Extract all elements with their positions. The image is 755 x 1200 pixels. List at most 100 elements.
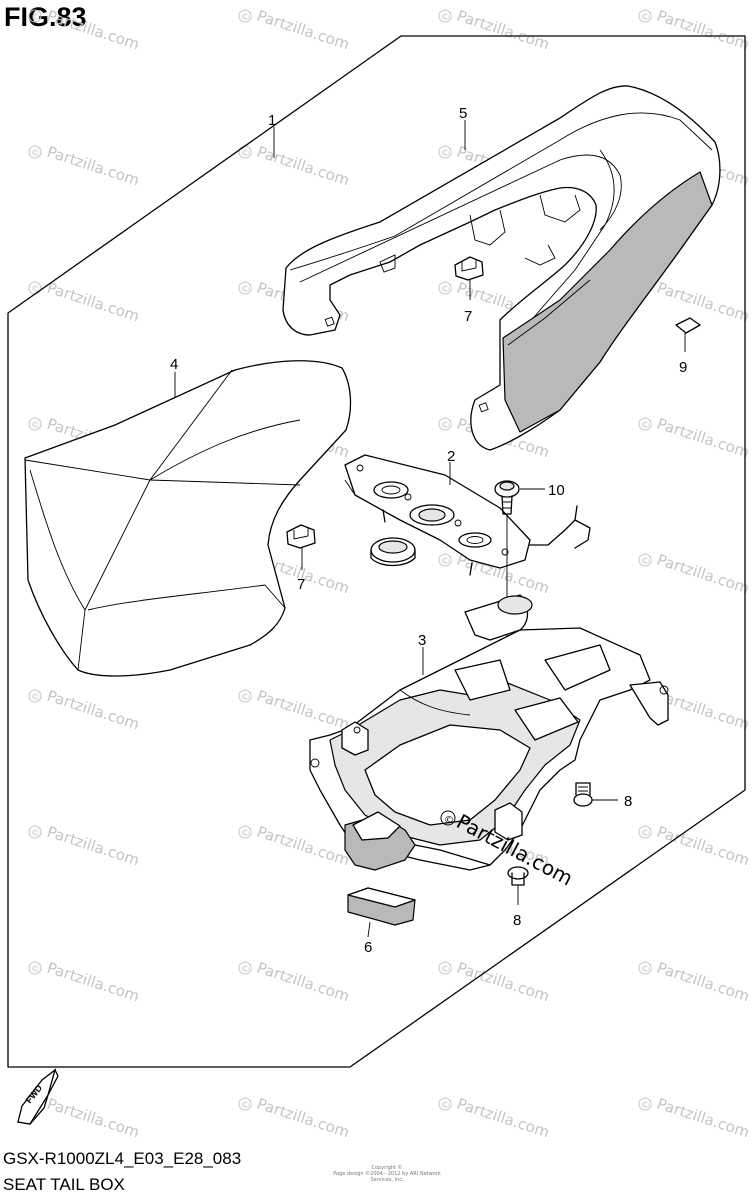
watermark-symbol: [438, 961, 452, 975]
callout-9: 9: [679, 359, 687, 376]
watermark-text: Partzilla.com: [655, 687, 752, 734]
copyright-text: Copyright © Page design ©2004 - 2012 by …: [333, 1165, 441, 1183]
watermark-copyright-mark: ©: [441, 421, 450, 431]
watermark-text: Partzilla.com: [655, 279, 752, 326]
watermark-text: Partzilla.com: [455, 7, 552, 54]
watermark-text: Partzilla.com: [255, 687, 352, 734]
callout-7-lower: 7: [297, 576, 305, 593]
watermark-text: Partzilla.com: [655, 1095, 752, 1142]
watermark-copyright-mark: ©: [31, 13, 40, 23]
watermark-copyright-mark: ©: [31, 149, 40, 159]
model-code: GSX-R1000ZL4_E03_E28_083: [3, 1149, 242, 1168]
watermark-copyright-mark: ©: [641, 1101, 650, 1111]
callout-5: 5: [459, 105, 467, 122]
callout-3: 3: [418, 632, 426, 649]
watermark-copyright-mark: ©: [641, 13, 650, 23]
watermark-copyright-mark: ©: [31, 965, 40, 975]
callout-6: 6: [364, 939, 372, 956]
assembly-outline: [7, 35, 746, 1068]
watermark-copyright-mark: ©: [241, 693, 250, 703]
watermark-symbol: [438, 417, 452, 431]
watermark-copyright-mark: ©: [31, 285, 40, 295]
watermark-copyright-mark: ©: [241, 1101, 250, 1111]
watermark-symbol: [238, 961, 252, 975]
watermark-symbol: [438, 9, 452, 23]
watermark-copyright-mark: ©: [241, 829, 250, 839]
watermark-text: Partzilla.com: [255, 7, 352, 54]
watermark-text: Partzilla.com: [45, 687, 142, 734]
watermark-symbol: [28, 961, 42, 975]
callout-1: 1: [268, 112, 276, 129]
part-seat-frame[interactable]: [309, 594, 669, 871]
watermark-symbol: [28, 417, 42, 431]
watermark-copyright-mark: ©: [441, 13, 450, 23]
callout-7-upper: 7: [464, 308, 472, 325]
watermark-symbol: [638, 961, 652, 975]
watermark-text: Partzilla.com: [45, 823, 142, 870]
figure-title: FIG.83: [4, 2, 87, 32]
watermark-copyright-mark: ©: [641, 829, 650, 839]
callout-2: 2: [447, 448, 455, 465]
callout-10: 10: [548, 482, 565, 499]
watermark-symbol: [238, 825, 252, 839]
watermark-copyright-mark: ©: [641, 557, 650, 567]
watermark-text: Partzilla.com: [255, 959, 352, 1006]
watermark-copyright-mark: ©: [441, 149, 450, 159]
part-cushion-pad[interactable]: [675, 317, 701, 352]
part-seat[interactable]: [24, 360, 352, 677]
watermark-copyright-mark: ©: [241, 149, 250, 159]
part-bolt-bottom[interactable]: [507, 866, 529, 905]
watermark-copyright-mark: ©: [441, 965, 450, 975]
part-clip-lower[interactable]: [286, 524, 316, 570]
watermark-symbol: [238, 9, 252, 23]
watermark-symbol: [28, 9, 42, 23]
part-tail-cover[interactable]: [282, 85, 721, 451]
watermark-symbol: [238, 689, 252, 703]
watermark-text: Partzilla.com: [655, 415, 752, 462]
watermark-symbol: [438, 145, 452, 159]
watermark-text: Partzilla.com: [45, 279, 142, 326]
watermark-text: Partzilla.com: [655, 7, 752, 54]
part-pad-block[interactable]: [347, 887, 416, 938]
watermark-text: Partzilla.com: [255, 143, 352, 190]
watermark-copyright-mark: ©: [241, 965, 250, 975]
watermark-symbol: [238, 1097, 252, 1111]
watermark-copyright-mark: ©: [31, 693, 40, 703]
watermark-symbol: [638, 417, 652, 431]
watermark-copyright-mark: ©: [241, 285, 250, 295]
fwd-arrow-icon: FWD: [16, 1068, 59, 1125]
watermark-text: Partzilla.com: [45, 959, 142, 1006]
watermark-text: Partzilla.com: [455, 1095, 552, 1142]
watermark-text: Partzilla.com: [255, 823, 352, 870]
watermark-symbol: [638, 9, 652, 23]
watermark-symbol: [638, 553, 652, 567]
diagram-caption: SEAT TAIL BOX: [3, 1175, 125, 1194]
watermark-text: Partzilla.com: [45, 7, 142, 54]
svg-text:©: ©: [444, 815, 454, 826]
watermark-symbol: [28, 825, 42, 839]
watermark-text: Partzilla.com: [655, 823, 752, 870]
watermark-copyright-mark: ©: [31, 829, 40, 839]
watermark-text: Partzilla.com: [45, 143, 142, 190]
watermark-copyright-mark: ©: [641, 421, 650, 431]
watermark-symbol: [28, 145, 42, 159]
leader-lines: [174, 120, 545, 675]
callout-8-right: 8: [624, 793, 632, 810]
watermark-symbol: [438, 553, 452, 567]
part-grommet[interactable]: [370, 537, 416, 567]
watermark-copyright-mark: ©: [31, 421, 40, 431]
watermark-text: Partzilla.com: [45, 1095, 142, 1142]
watermark-text: Partzilla.com: [455, 959, 552, 1006]
watermark-copyright-mark: ©: [241, 13, 250, 23]
watermark-symbol: [238, 281, 252, 295]
part-bracket-plate[interactable]: [344, 454, 591, 576]
part-clip-upper[interactable]: [454, 256, 484, 300]
watermark-symbol: [638, 825, 652, 839]
callout-labels: 1 2 3 4 5 6 7 7 8 8 9 10: [170, 105, 687, 956]
watermark-copyright-mark: ©: [441, 1101, 450, 1111]
callout-4: 4: [170, 356, 178, 373]
part-bolt-right[interactable]: [573, 782, 618, 807]
watermark-copyright-mark: ©: [641, 965, 650, 975]
